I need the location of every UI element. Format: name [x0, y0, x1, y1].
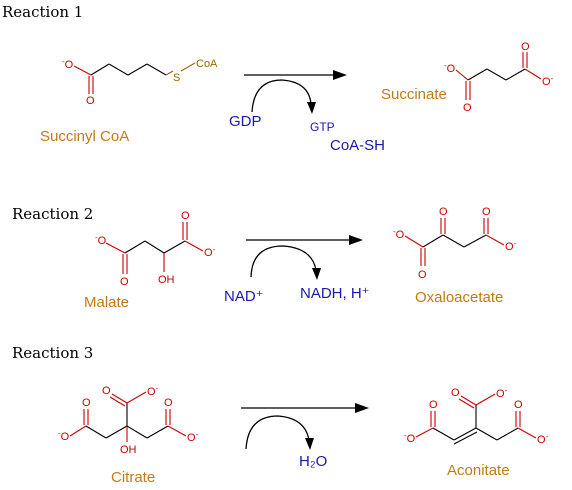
atom-o: O: [429, 399, 438, 411]
atom-o-minus: O-: [187, 430, 199, 444]
gdp-label: GDP: [229, 113, 262, 130]
atom-o: O: [463, 102, 472, 114]
atom-o-minus: -O: [62, 57, 74, 71]
succinate-label: Succinate: [381, 86, 447, 103]
atom-o-minus: O-: [505, 239, 517, 253]
hydroxyl-oh: OH: [120, 444, 137, 456]
atom-o: O: [418, 269, 427, 281]
atom-o: O: [102, 385, 111, 397]
atom-s: S: [173, 72, 180, 84]
nadh-label: NADH, H⁺: [300, 285, 370, 302]
coa-group: CoA: [196, 58, 218, 70]
reaction-2-title: Reaction 2: [12, 205, 93, 223]
atom-o-minus: O-: [204, 245, 216, 259]
reaction-1-title: Reaction 1: [2, 3, 83, 21]
reaction-1-curved-arrow: [251, 79, 316, 114]
atom-o: O: [514, 399, 523, 411]
reaction-1-arrow: [244, 70, 347, 80]
reaction-3-arrow: [241, 403, 369, 413]
reaction-2-arrow: [246, 235, 363, 245]
atom-o: O: [181, 210, 190, 222]
oxaloacetate-label: Oxaloacetate: [415, 289, 503, 306]
atom-o: O: [120, 276, 129, 288]
reaction-2-curved-arrow: [250, 245, 321, 280]
atom-o-minus: -O: [95, 233, 107, 247]
atom-o: O: [521, 41, 530, 53]
atom-o-minus: O-: [147, 384, 159, 398]
nad-plus-label: NAD⁺: [224, 288, 264, 305]
water-label: H₂O: [299, 453, 327, 470]
succinyl-coa-structure: -O S CoA O: [62, 57, 218, 107]
citrate-label: Citrate: [111, 469, 155, 486]
atom-o: O: [86, 95, 95, 107]
atom-o-minus: O-: [542, 74, 554, 88]
hydroxyl-oh: OH: [158, 274, 175, 286]
malate-label: Malate: [84, 294, 129, 311]
atom-o-minus: O-: [537, 432, 549, 446]
oxaloacetate-structure: -O O- O O O: [393, 206, 517, 281]
atom-o-minus: -O: [58, 429, 70, 443]
gtp-label: GTP: [310, 120, 335, 134]
citrate-structure: -O O- O O O- O OH: [58, 384, 199, 456]
atom-o-minus: O-: [496, 386, 508, 400]
malate-structure: -O O- O OH O: [95, 210, 216, 288]
atom-o: O: [482, 206, 491, 218]
atom-o: O: [451, 387, 460, 399]
atom-o-minus: -O: [444, 61, 456, 75]
atom-o: O: [82, 397, 91, 409]
reaction-3-title: Reaction 3: [12, 344, 93, 362]
aconitate-structure: -O O- O O O- O: [404, 386, 549, 446]
atom-o: O: [439, 206, 448, 218]
succinate-structure: -O O- O O: [444, 41, 554, 114]
reaction-3-curved-arrow: [245, 415, 314, 450]
coa-sh-label: CoA-SH: [330, 137, 385, 154]
aconitate-label: Aconitate: [447, 462, 510, 479]
atom-o-minus: -O: [404, 431, 416, 445]
atom-o-minus: -O: [393, 227, 405, 241]
succinyl-coa-label: Succinyl CoA: [40, 128, 129, 145]
atom-o: O: [164, 397, 173, 409]
